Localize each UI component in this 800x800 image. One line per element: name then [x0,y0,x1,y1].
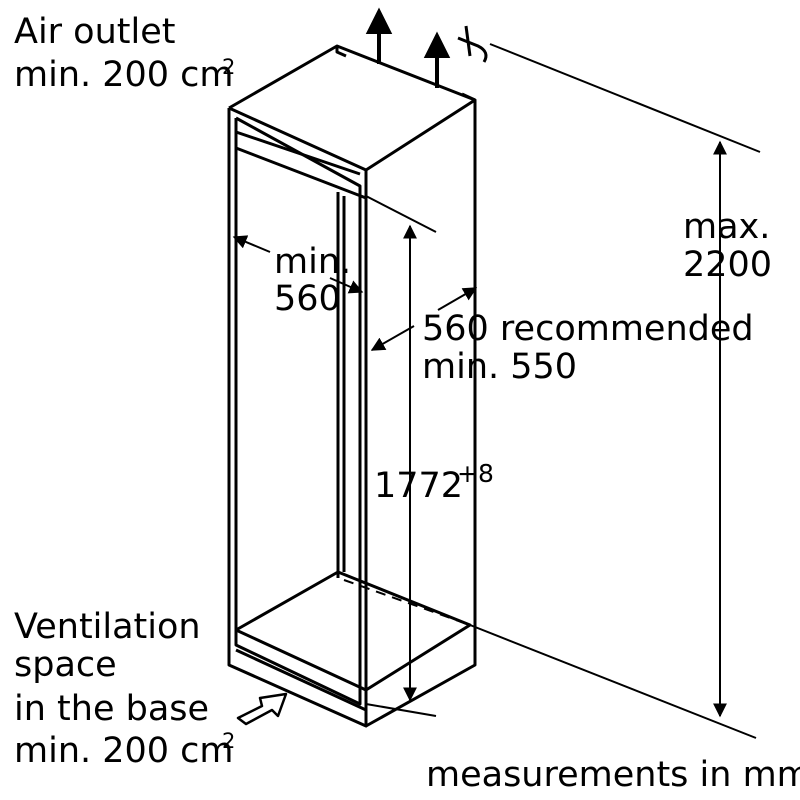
ventilation-line3: in the base [14,689,209,729]
extension-lines [365,43,761,739]
ventilation-base-label: Ventilation space in the base min. 200 c… [14,607,235,771]
niche-depth-line1: 560 recommended [422,309,754,349]
niche-depth-line2: min. 550 [422,347,577,387]
niche-height-label: 1772 +8 [374,459,494,506]
air-outlet-line1: Air outlet [14,12,175,52]
air-outlet-line2: min. 200 cm [14,55,234,95]
niche-width-line1: min. [274,242,351,282]
niche-height-tolerance: +8 [457,459,494,488]
air-outlet-arrows [365,7,451,88]
hidden-edge [343,579,471,691]
niche-width-line2: 560 [274,279,341,319]
max-height-line1: max. [683,207,770,247]
max-height-label: max. 2200 [683,207,772,285]
units-note: measurements in mm [426,755,800,795]
base-ventilation-arrow [236,692,288,726]
air-outlet-unit-sup: 2 [222,55,235,79]
dimension-arrows [232,140,727,718]
ventilation-line1: Ventilation [14,607,201,647]
niche-depth-label: 560 recommended min. 550 [422,309,754,387]
air-outlet-label: Air outlet min. 200 cm 2 [14,12,235,95]
ventilation-line2: space [14,645,117,685]
units-note-text: measurements in mm [426,755,800,795]
niche-width-label: min. 560 [274,242,351,319]
ventilation-unit-sup: 2 [222,729,235,753]
max-height-line2: 2200 [683,245,772,285]
wall-anchor-icon [457,25,488,63]
niche-height-value: 1772 [374,466,463,506]
ventilation-line4: min. 200 cm [14,731,234,771]
